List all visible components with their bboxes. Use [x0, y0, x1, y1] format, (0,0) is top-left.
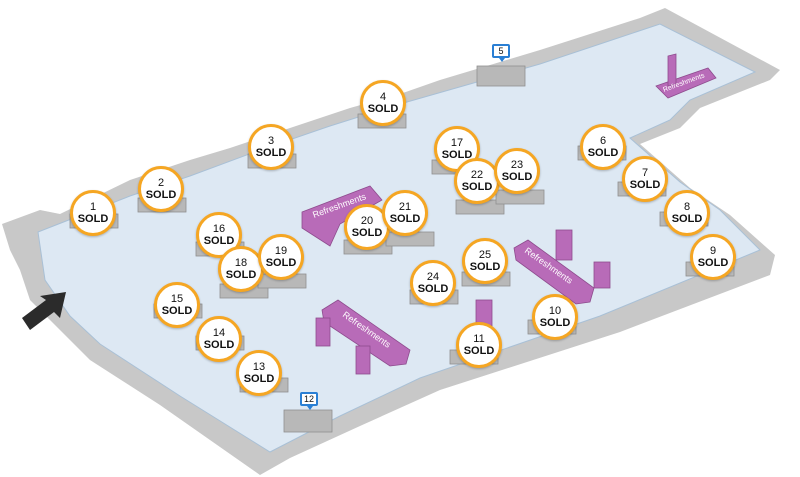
booth-5-pin[interactable]: 5	[492, 44, 510, 62]
booth-number: 14	[212, 327, 226, 339]
booth-13-badge[interactable]: 13 SOLD	[236, 350, 282, 396]
booth-15-badge[interactable]: 15 SOLD	[154, 282, 200, 328]
booth-status: SOLD	[161, 305, 193, 317]
booth-18-badge[interactable]: 18 SOLD	[218, 246, 264, 292]
booth-number: 3	[267, 135, 275, 147]
booth-4-badge[interactable]: 4 SOLD	[360, 80, 406, 126]
booth-24-badge[interactable]: 24 SOLD	[410, 260, 456, 306]
booth-2-badge[interactable]: 2 SOLD	[138, 166, 184, 212]
booth-1-badge[interactable]: 1 SOLD	[70, 190, 116, 236]
booth-number: 10	[548, 305, 562, 317]
booth-number: 13	[252, 361, 266, 373]
booth-status: SOLD	[389, 213, 421, 225]
booth-number: 19	[274, 245, 288, 257]
booth-number: 11	[473, 333, 485, 345]
booth-14-badge[interactable]: 14 SOLD	[196, 316, 242, 362]
booth-number: 25	[478, 249, 492, 261]
booth-status: SOLD	[539, 317, 571, 329]
booth-status: SOLD	[463, 345, 495, 357]
booth-status: SOLD	[265, 257, 297, 269]
booth-status: SOLD	[225, 269, 257, 281]
booth-status: SOLD	[203, 235, 235, 247]
booth-status: SOLD	[367, 103, 399, 115]
booth-status: SOLD	[671, 213, 703, 225]
booth-number: 2	[157, 177, 165, 189]
booth-number: 9	[709, 245, 717, 257]
booth-number: 16	[212, 223, 226, 235]
booth-number: 1	[89, 201, 97, 213]
booth-number: 22	[470, 169, 484, 181]
booth-3-badge[interactable]: 3 SOLD	[248, 124, 294, 170]
booth-status: SOLD	[255, 147, 287, 159]
booth-22-badge[interactable]: 22 SOLD	[454, 158, 500, 204]
booth-status: SOLD	[77, 213, 109, 225]
booth-status: SOLD	[629, 179, 661, 191]
booth-9-badge[interactable]: 9 SOLD	[690, 234, 736, 280]
booth-11-badge[interactable]: 11 SOLD	[456, 322, 502, 368]
booth-status: SOLD	[501, 171, 533, 183]
booth-number: 23	[510, 159, 524, 171]
arrow-entrance-icon[interactable]	[22, 292, 66, 330]
booth-6-badge[interactable]: 6 SOLD	[580, 124, 626, 170]
booth-status: SOLD	[145, 189, 177, 201]
booth-19-badge[interactable]: 19 SOLD	[258, 234, 304, 280]
booth-status: SOLD	[417, 283, 449, 295]
booth-status: SOLD	[243, 373, 275, 385]
booth-number: 7	[641, 167, 649, 179]
booth-number: 8	[683, 201, 691, 213]
booth-number: 17	[450, 137, 464, 149]
booth-25-badge[interactable]: 25 SOLD	[462, 238, 508, 284]
booth-12-pin[interactable]: 12	[300, 392, 318, 410]
booth-number: 21	[398, 201, 412, 213]
booth-status: SOLD	[469, 261, 501, 273]
booth-8-badge[interactable]: 8 SOLD	[664, 190, 710, 236]
refreshment-blocks	[301, 53, 717, 375]
booth-number: 5	[498, 46, 504, 56]
booth-number: 12	[303, 394, 314, 404]
booth-status: SOLD	[461, 181, 493, 193]
booth-number: 18	[234, 257, 248, 269]
booth-number: 24	[426, 271, 440, 283]
booth-status: SOLD	[351, 227, 383, 239]
booth-status: SOLD	[697, 257, 729, 269]
booth-number: 4	[379, 91, 387, 103]
booth-23-badge[interactable]: 23 SOLD	[494, 148, 540, 194]
booth-status: SOLD	[441, 149, 473, 161]
booth-number: 15	[170, 293, 184, 305]
booth-status: SOLD	[203, 339, 235, 351]
booth-number: 20	[360, 215, 374, 227]
booth-10-badge[interactable]: 10 SOLD	[532, 294, 578, 340]
booth-number: 6	[599, 135, 607, 147]
booth-21-badge[interactable]: 21 SOLD	[382, 190, 428, 236]
booth-7-badge[interactable]: 7 SOLD	[622, 156, 668, 202]
booth-16-badge[interactable]: 16 SOLD	[196, 212, 242, 258]
booth-status: SOLD	[587, 147, 619, 159]
